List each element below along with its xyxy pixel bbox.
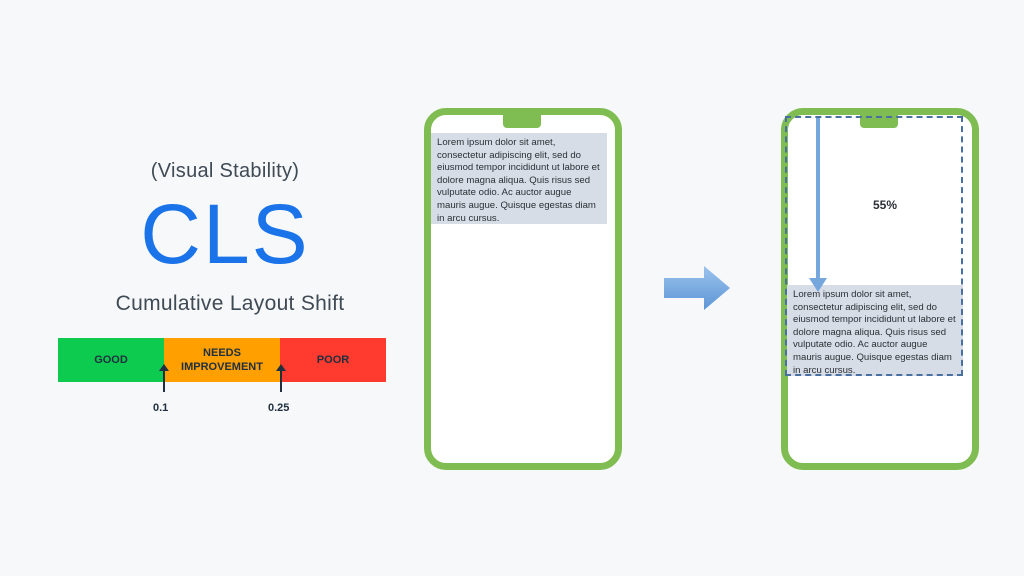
cls-threshold-scale: GOOD NEEDS IMPROVEMENT POOR (58, 338, 386, 382)
threshold-label-0-25: 0.25 (268, 402, 290, 414)
transition-arrow-icon (664, 266, 730, 310)
scale-segment-good: GOOD (58, 338, 164, 382)
threshold-marker-0-25 (276, 364, 286, 392)
shift-distance-arrow (809, 118, 827, 292)
threshold-marker-0-1 (159, 364, 169, 392)
phone-notch (503, 114, 541, 128)
text-block-after: Lorem ipsum dolor sit amet, consectetur … (787, 285, 963, 376)
cls-full-name: Cumulative Layout Shift (115, 292, 345, 315)
text-block-before: Lorem ipsum dolor sit amet, consectetur … (431, 133, 607, 224)
visual-stability-subtitle: (Visual Stability) (150, 160, 300, 182)
scale-segment-poor: POOR (280, 338, 386, 382)
shift-percentage-label: 55% (872, 198, 898, 212)
threshold-label-0-1: 0.1 (153, 402, 169, 414)
scale-segment-needs-improvement: NEEDS IMPROVEMENT (164, 338, 280, 382)
cls-title: CLS (140, 187, 310, 281)
viewport-impact-region (785, 116, 963, 376)
